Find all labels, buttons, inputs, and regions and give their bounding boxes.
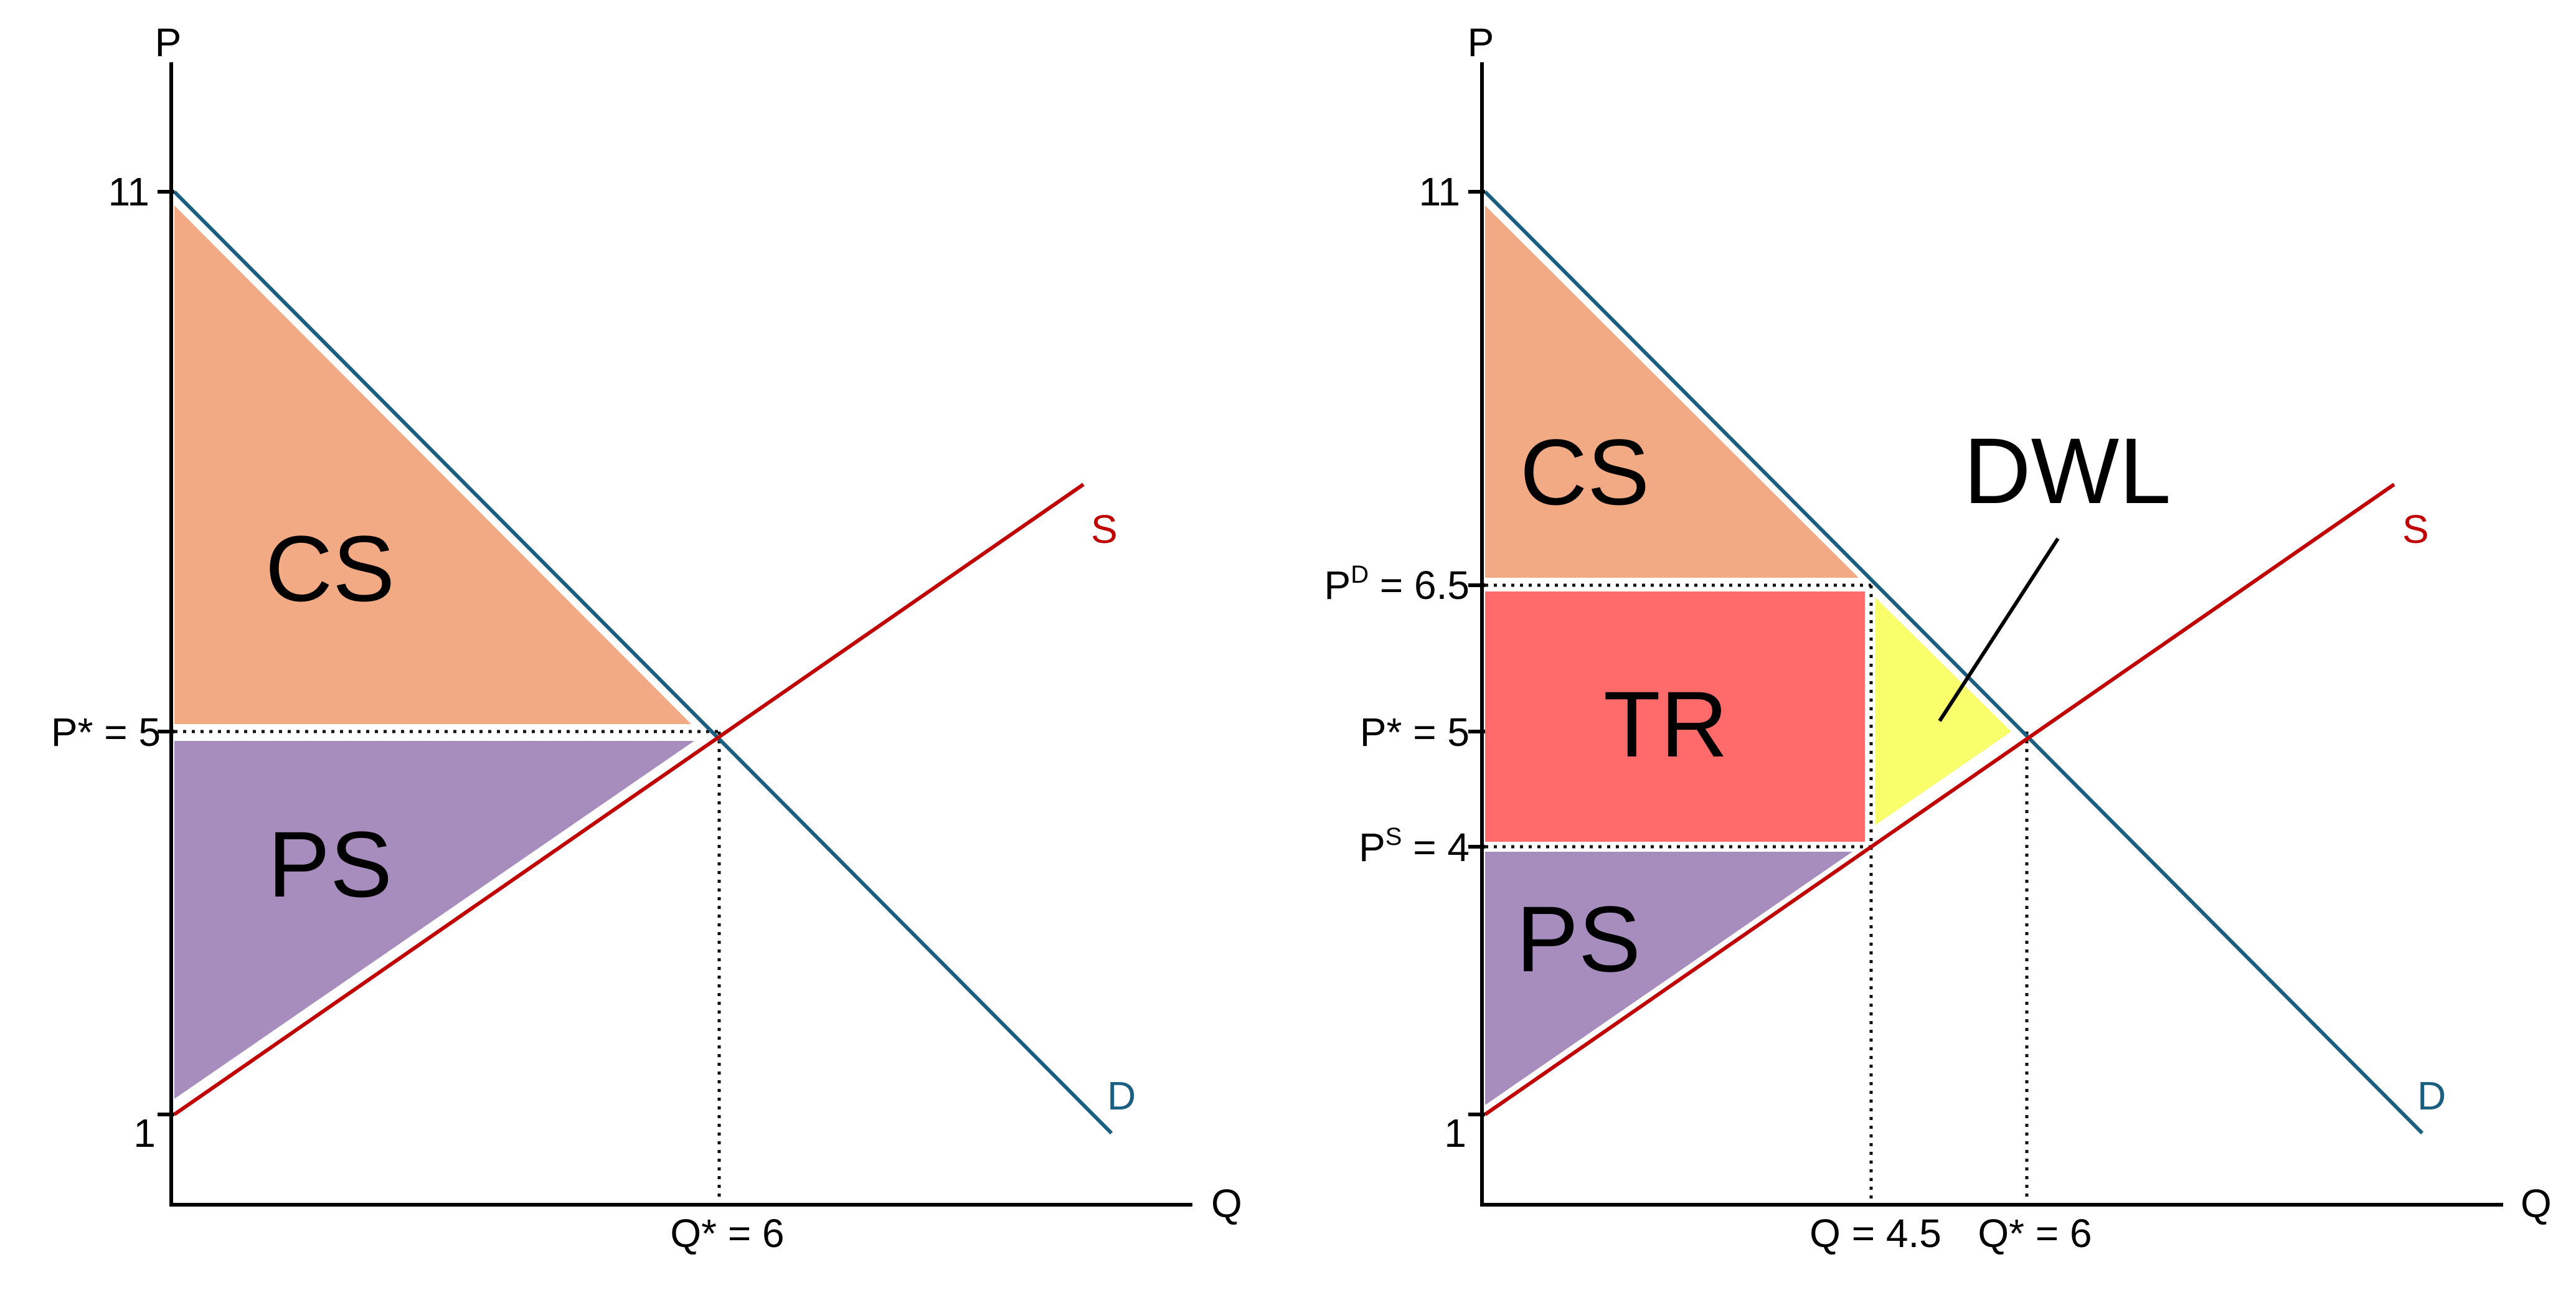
right-demand-curve [1483, 190, 2424, 1135]
right-q-axis-label: Q [2521, 1181, 2552, 1226]
right-supply-curve [1484, 483, 2395, 1116]
left-p-star-label: P* = 5 [51, 710, 161, 755]
left-ps-label: PS [268, 812, 392, 916]
right-producer-surplus-area [1485, 852, 1852, 1105]
right-dwl-pointer-line [1938, 537, 2060, 722]
left-demand-label: D [1107, 1073, 1136, 1118]
right-tr-label: TR [1603, 672, 1728, 776]
left-tick-label-11: 11 [108, 169, 149, 214]
left-panel: P Q 11 1 P* = 5 Q* = 6 S D CS PS [51, 20, 1242, 1256]
right-tick-label-1: 1 [1444, 1111, 1466, 1156]
left-consumer-surplus-area [174, 205, 691, 724]
right-ps-label: PS [1516, 887, 1641, 991]
left-demand-curve [172, 190, 1113, 1135]
right-ps-price-label: PS = 4 [1359, 823, 1470, 870]
right-cs-label: CS [1520, 420, 1649, 524]
left-cs-label: CS [265, 516, 395, 621]
right-dwl-label: DWL [1963, 418, 2171, 523]
right-pd-label: PD = 6.5 [1324, 561, 1470, 608]
left-p-axis-label: P [155, 20, 182, 65]
right-q-tax-label: Q = 4.5 [1809, 1211, 1941, 1256]
right-p-star-label: P* = 5 [1360, 710, 1470, 755]
right-deadweight-loss-area [1875, 598, 2011, 825]
right-supply-label: S [2402, 507, 2429, 552]
left-tick-label-1: 1 [133, 1111, 156, 1156]
left-supply-curve [173, 483, 1085, 1116]
left-q-star-label: Q* = 6 [670, 1211, 784, 1256]
left-supply-label: S [1091, 507, 1118, 552]
right-p-axis-label: P [1468, 20, 1494, 65]
right-consumer-surplus-area [1485, 205, 1859, 578]
right-q-star-label: Q* = 6 [1978, 1211, 2092, 1256]
left-producer-surplus-area [174, 741, 694, 1099]
right-panel: P Q 11 1 PD = 6.5 P* = 5 PS = 4 Q = 4.5 … [1324, 20, 2552, 1256]
right-tick-label-11: 11 [1419, 169, 1460, 214]
right-demand-label: D [2417, 1073, 2446, 1118]
left-axes [169, 62, 1192, 1207]
left-q-axis-label: Q [1211, 1181, 1242, 1226]
right-tax-revenue-area [1485, 591, 1865, 842]
right-axes [1480, 62, 2503, 1207]
